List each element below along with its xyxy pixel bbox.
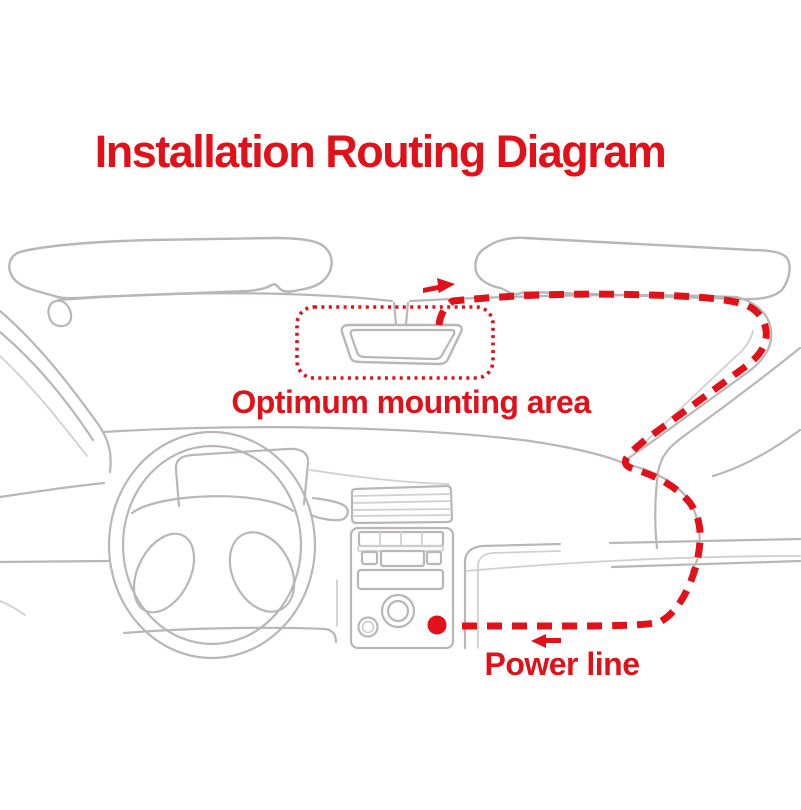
- wheel-hub-top-edge: [130, 495, 295, 515]
- door-panel-line-bottom: [610, 559, 801, 569]
- radio-display: [379, 549, 426, 568]
- dash-console-corner: [463, 542, 562, 650]
- wiper-stalk-icon: [309, 496, 349, 522]
- left-a-pillar: [0, 309, 112, 474]
- optimum-mounting-dotted-box: [295, 305, 495, 380]
- wheel-inner-rim: [121, 444, 303, 646]
- small-knob-outer: [357, 616, 379, 638]
- windshield-header-line: [56, 292, 394, 303]
- radio-button-right: [425, 550, 443, 566]
- cable-routing-dashed-path: [435, 290, 770, 630]
- left-a-pillar-inner: [0, 330, 95, 442]
- page-title: Installation Routing Diagram: [94, 126, 667, 177]
- grille-outline: [350, 484, 454, 525]
- right-window-sill: [711, 428, 801, 478]
- left-dash-line: [0, 481, 106, 499]
- right-window-edge: [654, 346, 801, 550]
- volume-knob-outer: [380, 593, 416, 629]
- dashboard-brow-lower: [309, 469, 450, 485]
- wheel-left-window: [132, 532, 196, 614]
- dashboard-right-edge: [623, 462, 701, 573]
- left-a-pillar-trim: [0, 355, 88, 457]
- left-sun-visor-icon: [8, 236, 333, 300]
- knee-bolster-line: [122, 626, 338, 644]
- rearview-mirror-glass: [349, 328, 456, 361]
- console-vent-dividers: [379, 531, 423, 547]
- right-a-pillar: [621, 295, 773, 465]
- dash-door-seam: [465, 555, 801, 572]
- power-line-arrow-icon: [531, 634, 561, 648]
- radio-button-left: [360, 550, 379, 566]
- mirror-stem-icon: [392, 301, 410, 326]
- power-socket-dot: [427, 615, 447, 635]
- grille-slats: [352, 493, 452, 517]
- small-knob-inner: [361, 620, 375, 634]
- left-door-corner: [0, 600, 26, 616]
- wheel-outer-rim: [107, 430, 317, 660]
- left-door-line: [0, 559, 110, 564]
- steering-wheel-icon: [107, 430, 317, 660]
- dash-console-corner-inner: [477, 550, 561, 649]
- right-sun-visor-icon: [474, 236, 791, 301]
- center-console-icon: [349, 526, 455, 650]
- volume-knob-inner: [386, 599, 410, 623]
- visor-hook-icon: [47, 299, 73, 328]
- mounting-area-label: Optimum mounting area: [231, 384, 591, 420]
- routing-start-arrow-icon: [423, 278, 455, 293]
- door-panel-line-top: [608, 537, 801, 545]
- center-vent-grille-icon: [350, 484, 454, 525]
- wheel-right-window: [228, 531, 296, 613]
- rearview-mirror-icon: [340, 323, 463, 366]
- dashboard-brow: [102, 426, 625, 465]
- right-a-pillar-inner: [638, 330, 754, 449]
- console-outline: [349, 526, 455, 650]
- radio-cd-slot: [356, 568, 445, 591]
- power-line-label: Power line: [484, 646, 640, 682]
